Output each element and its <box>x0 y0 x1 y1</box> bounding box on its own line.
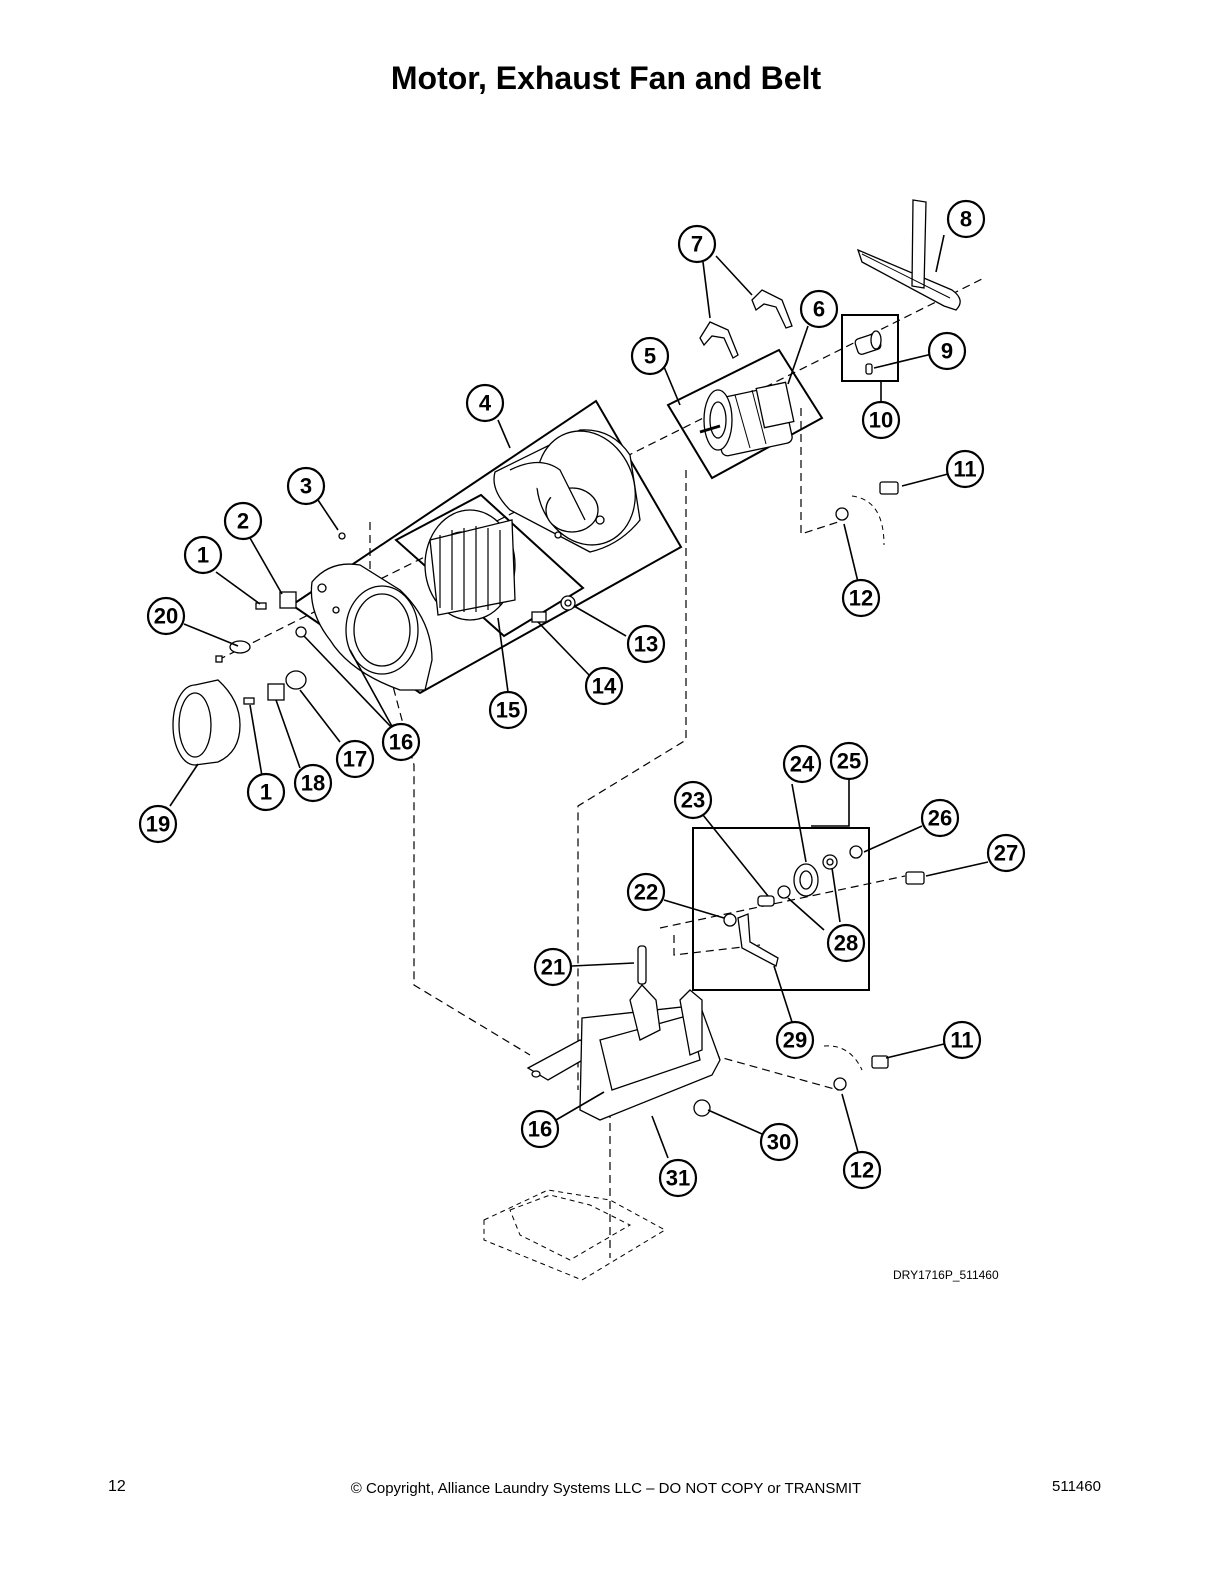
svg-text:11: 11 <box>953 457 976 482</box>
motor-pulley <box>854 330 882 375</box>
callout-16-upper: 16 <box>381 722 421 762</box>
callout-8: 8 <box>946 199 986 239</box>
page-title: Motor, Exhaust Fan and Belt <box>390 60 822 96</box>
callout-16-lower: 16 <box>520 1109 560 1149</box>
idler-arm <box>737 913 779 967</box>
blower-cover <box>310 563 433 691</box>
copyright-notice: © Copyright, Alliance Laundry Systems LL… <box>350 1480 862 1497</box>
svg-text:12: 12 <box>849 586 873 611</box>
base-plate-outline <box>483 1189 667 1281</box>
page-number: 12 <box>108 1478 126 1495</box>
callout-5: 5 <box>630 336 670 376</box>
callout-11: 11 <box>945 449 985 489</box>
svg-text:22: 22 <box>634 880 658 905</box>
callout-4: 4 <box>465 383 505 423</box>
svg-text:15: 15 <box>496 698 520 723</box>
callout-25: 25 <box>829 741 869 781</box>
svg-text:21: 21 <box>541 955 565 980</box>
callout-17: 17 <box>335 739 375 779</box>
pulley-frame <box>841 314 899 382</box>
svg-text:14: 14 <box>592 674 617 699</box>
callout-6: 6 <box>799 289 839 329</box>
svg-text:25: 25 <box>837 749 861 774</box>
blower-housing <box>493 429 641 553</box>
motor-base <box>526 984 721 1121</box>
drum-ring <box>172 679 241 766</box>
motor-brackets <box>699 289 793 359</box>
svg-text:8: 8 <box>960 207 972 232</box>
svg-text:3: 3 <box>300 474 312 499</box>
svg-text:26: 26 <box>928 806 952 831</box>
callout-29: 29 <box>775 1020 815 1060</box>
callout-13: 13 <box>626 624 666 664</box>
callout-31: 31 <box>658 1158 698 1198</box>
callout-10: 10 <box>861 400 901 440</box>
svg-text:19: 19 <box>146 812 170 837</box>
svg-text:31: 31 <box>666 1166 690 1191</box>
svg-text:12: 12 <box>850 1158 874 1183</box>
svg-text:1: 1 <box>197 543 209 568</box>
callout-1-lower: 1 <box>246 772 286 812</box>
svg-text:17: 17 <box>343 747 367 772</box>
callout-1-upper: 1 <box>183 535 223 575</box>
document-number: 511460 <box>1052 1478 1101 1495</box>
drive-motor <box>699 381 795 457</box>
svg-text:24: 24 <box>790 752 815 777</box>
motor-frame <box>666 348 824 480</box>
idler-assembly-frame <box>692 827 870 991</box>
svg-text:16: 16 <box>528 1117 552 1142</box>
svg-text:28: 28 <box>834 931 858 956</box>
svg-text:30: 30 <box>767 1130 791 1155</box>
leader-lines <box>169 234 989 1159</box>
callout-3: 3 <box>286 466 326 506</box>
svg-text:5: 5 <box>644 344 656 369</box>
callout-24: 24 <box>782 744 822 784</box>
callout-7: 7 <box>677 224 717 264</box>
callout-2: 2 <box>223 501 263 541</box>
svg-text:1: 1 <box>260 780 272 805</box>
callout-9: 9 <box>927 331 967 371</box>
figure-code: DRY1716P_511460 <box>893 1268 999 1282</box>
callout-12-lower: 12 <box>842 1150 882 1190</box>
svg-text:4: 4 <box>479 391 492 416</box>
svg-text:7: 7 <box>691 232 703 257</box>
svg-text:27: 27 <box>994 841 1018 866</box>
svg-text:6: 6 <box>813 297 825 322</box>
callout-27: 27 <box>986 833 1026 873</box>
callout-19: 19 <box>138 804 178 844</box>
svg-text:11: 11 <box>950 1028 973 1053</box>
svg-text:29: 29 <box>783 1028 807 1053</box>
callout-26: 26 <box>920 798 960 838</box>
svg-text:10: 10 <box>869 408 893 433</box>
svg-text:20: 20 <box>154 604 178 629</box>
callout-28: 28 <box>826 923 866 963</box>
callout-11-lower: 11 <box>942 1020 982 1060</box>
svg-text:18: 18 <box>301 771 325 796</box>
svg-text:13: 13 <box>634 632 658 657</box>
drive-belt <box>856 199 961 311</box>
svg-text:2: 2 <box>237 509 249 534</box>
callout-18: 18 <box>293 763 333 803</box>
callout-20: 20 <box>146 596 186 636</box>
svg-text:9: 9 <box>941 339 953 364</box>
callout-23: 23 <box>673 780 713 820</box>
blower-wheel <box>424 509 516 621</box>
callout-14: 14 <box>584 666 624 706</box>
svg-text:23: 23 <box>681 788 705 813</box>
callout-12-upper: 12 <box>841 578 881 618</box>
callout-22: 22 <box>626 872 666 912</box>
svg-text:16: 16 <box>389 730 413 755</box>
callout-30: 30 <box>759 1122 799 1162</box>
callout-15: 15 <box>488 690 528 730</box>
callout-21: 21 <box>533 947 573 987</box>
